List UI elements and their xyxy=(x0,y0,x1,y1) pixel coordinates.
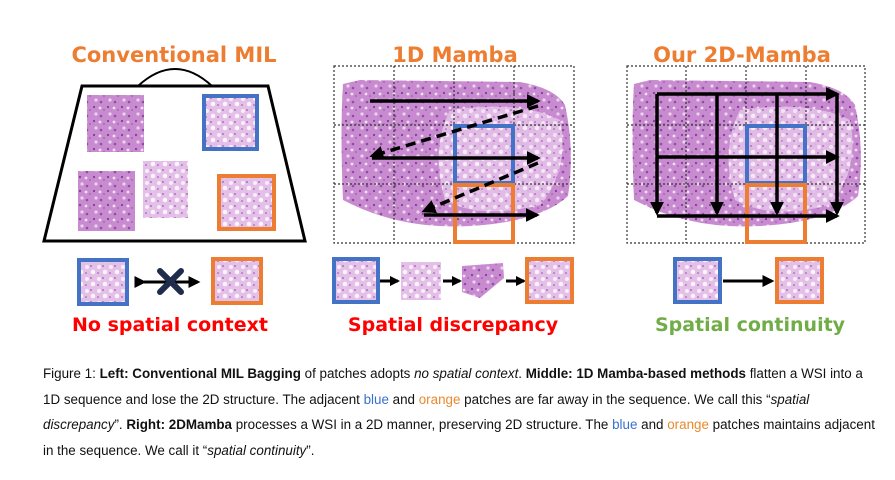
figure-1-illustration: Conventional MIL No spatial context 1D M… xyxy=(42,43,866,336)
figure-label: Figure 1: xyxy=(43,366,96,381)
left-panel-title: Conventional MIL xyxy=(71,43,276,67)
sequence-blue-patch xyxy=(332,257,380,304)
caption-emphasis: no spatial context xyxy=(414,366,519,381)
left-panel-tag: No spatial context xyxy=(72,314,268,336)
left-panel: Conventional MIL No spatial context xyxy=(42,43,307,336)
caption-text: patches are far away in the sequence. We… xyxy=(460,391,771,407)
bag-handle xyxy=(137,68,213,87)
right-sequence-orange-patch xyxy=(775,257,824,304)
caption-orange-word: orange xyxy=(667,417,709,432)
bag-patch-3 xyxy=(78,171,135,231)
middle-panel-title: 1D Mamba xyxy=(392,43,518,67)
caption-text: ”. xyxy=(114,417,127,432)
caption-emphasis: spatial continuity xyxy=(207,442,307,458)
cross-icon xyxy=(157,268,184,295)
right-panel-tag: Spatial continuity xyxy=(655,314,846,336)
figure-caption: Figure 1: Left: Conventional MIL Bagging… xyxy=(43,361,883,463)
bag-patch-blue xyxy=(202,94,259,151)
left-blue-patch xyxy=(77,258,129,306)
bag-patch-2 xyxy=(143,161,188,218)
caption-text: flatten a WSI into a 1D sequence and los… xyxy=(43,366,863,407)
caption-left-head: Left: Conventional MIL Bagging xyxy=(99,366,301,381)
caption-text: and xyxy=(637,417,668,432)
caption-blue-word: blue xyxy=(363,391,389,407)
right-panel-title: Our 2D-Mamba xyxy=(653,43,831,67)
caption-orange-word: orange xyxy=(418,391,461,407)
caption-text: processes a WSI in a 2D manner, preservi… xyxy=(232,417,613,432)
caption-emphasis: spatial discrepancy xyxy=(43,391,810,433)
sequence-orange-patch xyxy=(525,257,574,304)
raster-scan-arrows xyxy=(369,94,541,222)
caption-text: of patches adopts xyxy=(300,366,415,381)
caption-middle-head: Middle: 1D Mamba-based methods xyxy=(525,366,746,381)
caption-text: and xyxy=(388,391,419,407)
caption-right-head: Right: 2DMamba xyxy=(126,417,233,432)
left-orange-patch xyxy=(211,257,263,305)
middle-panel: 1D Mamba xyxy=(332,43,575,336)
caption-blue-word: blue xyxy=(612,417,638,432)
sequence-row xyxy=(332,257,574,304)
middle-panel-tag: Spatial discrepancy xyxy=(348,314,559,336)
caption-text: . xyxy=(518,366,526,381)
caption-text: ”. xyxy=(306,442,315,458)
caption-text: patches maintains adjacent in the sequen… xyxy=(43,417,875,458)
right-sequence-blue-patch xyxy=(673,257,722,304)
2d-scan-arrows xyxy=(650,87,844,223)
bag-patch-orange xyxy=(217,174,276,231)
right-panel: Our 2D-Mamba Spatial continuity xyxy=(626,43,866,336)
bag-patch-1 xyxy=(87,95,144,152)
